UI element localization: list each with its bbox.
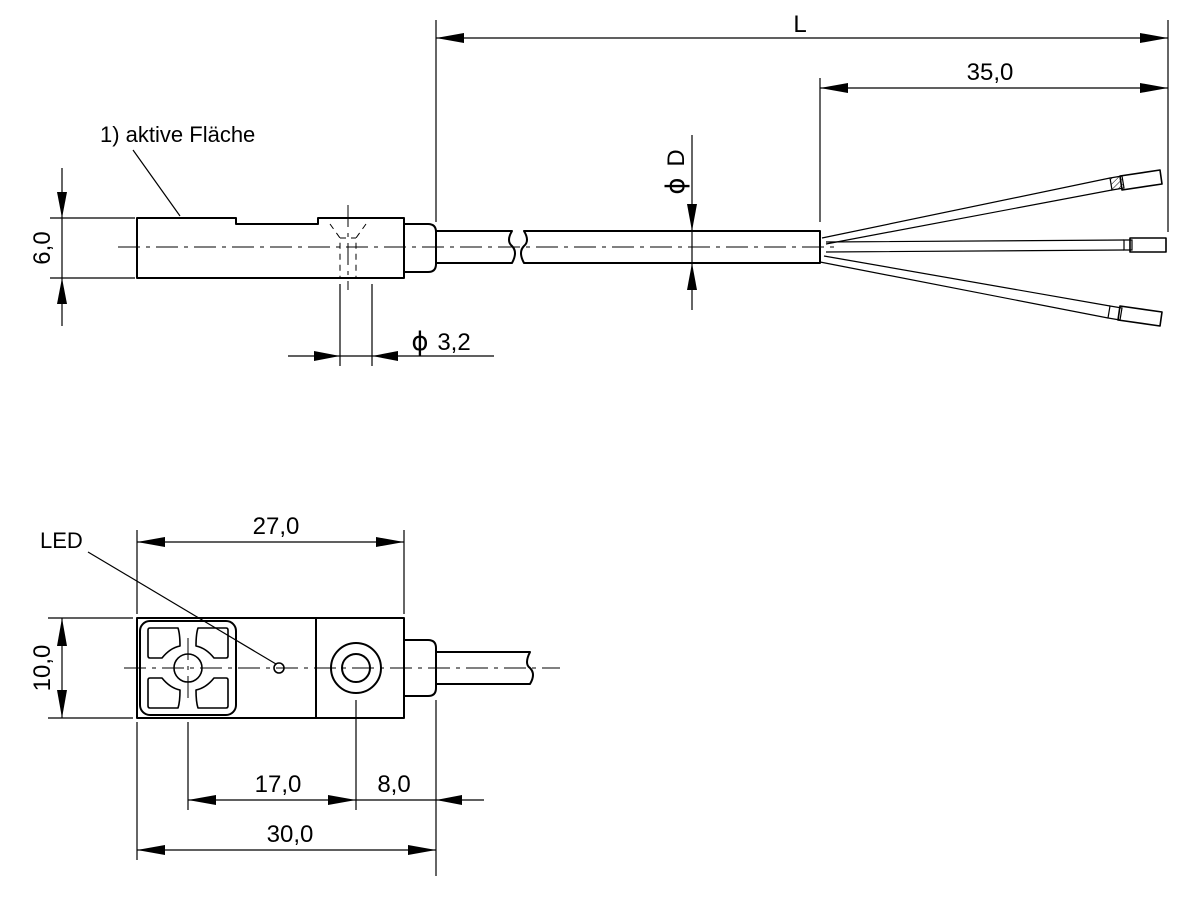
cable-top — [436, 651, 534, 685]
dimension-hole-distance: 17,0 8,0 — [187, 700, 484, 876]
dimension-body-length: 27,0 — [136, 513, 405, 614]
label-hole-diameter: 3,2 — [437, 329, 470, 356]
label-cable-diameter: D — [663, 149, 690, 166]
label-hole-distance: 17,0 — [255, 771, 302, 798]
dimension-L: L — [435, 11, 1169, 232]
wire-bottom — [819, 255, 1163, 327]
cable-gland-side — [404, 223, 437, 273]
label-active-face: 1) aktive Fläche — [100, 122, 255, 147]
top-view: LED 27,0 10,0 1 — [29, 513, 560, 876]
label-body-length: 27,0 — [253, 513, 300, 540]
dimension-width: 10,0 — [29, 617, 133, 719]
diameter-symbol: ϕ — [411, 327, 428, 357]
dimension-cable-diameter: ϕ D — [661, 135, 697, 310]
wire-middle — [825, 237, 1167, 253]
sensor-body-side — [136, 217, 405, 279]
side-view: L 35,0 ϕ D 1) aktive Fläche — [29, 11, 1169, 366]
dimension-total-length: 30,0 — [136, 722, 436, 860]
cable-side-right — [520, 230, 821, 264]
label-hole-to-end: 8,0 — [377, 771, 410, 798]
label-total-length: 30,0 — [267, 821, 314, 848]
label-led: LED — [40, 528, 83, 553]
mounting-hole-hidden — [329, 223, 367, 278]
label-width: 10,0 — [29, 645, 56, 692]
active-face-callout: 1) aktive Fläche — [100, 122, 255, 217]
label-height: 6,0 — [29, 231, 56, 264]
cable-side-left — [436, 230, 516, 264]
dimension-height: 6,0 — [29, 168, 135, 326]
wire-top — [821, 169, 1163, 245]
dimension-hole-diameter: ϕ 3,2 — [288, 284, 494, 366]
dimension-strip-length: 35,0 — [819, 59, 1168, 222]
label-strip-length: 35,0 — [967, 59, 1014, 86]
diameter-symbol: ϕ — [661, 177, 691, 194]
label-L: L — [793, 11, 806, 38]
led-callout: LED — [40, 528, 277, 665]
